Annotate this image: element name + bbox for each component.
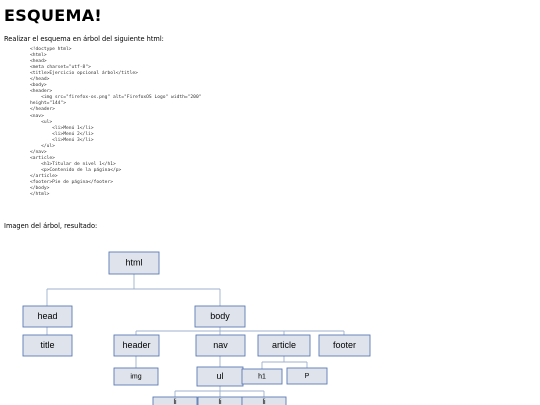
node-label: h1 <box>258 373 266 380</box>
code-line: <nav> <box>30 113 44 119</box>
tree-node-ul: ul <box>196 366 244 387</box>
code-block: <!doctype html> <html> <head> <meta char… <box>30 47 201 198</box>
node-label: title <box>40 340 54 350</box>
tree-node-p: P <box>286 367 328 385</box>
code-line: <li>Menú 3</li> <box>30 137 94 143</box>
code-line: <!doctype html> <box>30 47 72 52</box>
node-label: P <box>305 373 310 380</box>
tree-node-body: body <box>194 305 246 328</box>
code-line: </html> <box>30 192 50 198</box>
node-label: li <box>218 399 222 405</box>
code-line: <html> <box>30 53 47 59</box>
code-line: <img src="firefox-os.png" alt="FirefoxOS… <box>30 95 202 101</box>
node-label: li <box>173 399 177 405</box>
tree-node-img: img <box>113 367 159 386</box>
code-line: <meta charset="utf-8"> <box>30 65 91 71</box>
code-line: <footer>Pie de página</footer> <box>30 180 113 186</box>
node-label: body <box>210 311 230 321</box>
code-line: height="144"> <box>30 101 66 107</box>
code-line: <body> <box>30 83 47 89</box>
tree-node-li-2: li <box>197 396 243 405</box>
node-label: html <box>125 257 142 267</box>
tree-connectors <box>46 274 345 397</box>
intro-text: Realizar el esquema en árbol del siguien… <box>4 35 164 43</box>
node-label: article <box>272 340 296 350</box>
page-title: ESQUEMA! <box>4 6 102 25</box>
tree-node-article: article <box>257 334 311 357</box>
code-line: <li>Menú 1</li> <box>30 125 94 131</box>
node-label: li <box>262 399 266 405</box>
tree-node-title: title <box>22 334 73 357</box>
code-line: <ul> <box>30 119 53 125</box>
node-label: footer <box>333 340 356 350</box>
code-line: </head> <box>30 77 50 83</box>
code-line: </article> <box>30 173 58 179</box>
result-label: Imagen del árbol, resultado: <box>4 222 98 230</box>
tree-node-header: header <box>113 334 160 357</box>
code-line: <head> <box>30 59 47 65</box>
code-line: <h1>Titular de nivel 1</h1> <box>30 161 116 167</box>
tree-node-nav: nav <box>195 334 246 357</box>
code-line: <li>Menú 2</li> <box>30 131 94 137</box>
code-line: <p>Contenido de la página</p> <box>30 167 122 173</box>
tree-node-h1: h1 <box>241 368 283 385</box>
code-line: </header> <box>30 107 55 113</box>
node-label: ul <box>216 371 223 381</box>
code-line: <article> <box>30 155 55 161</box>
tree-node-head: head <box>22 305 73 328</box>
code-line: </ul> <box>30 143 55 149</box>
node-label: header <box>122 340 150 350</box>
node-label: head <box>37 311 57 321</box>
node-label: nav <box>213 340 228 350</box>
code-line: <header> <box>30 89 53 95</box>
code-line: </nav> <box>30 149 47 155</box>
tree-node-li-1: li <box>152 396 198 405</box>
tree-node-footer: footer <box>318 334 371 357</box>
tree-node-html: html <box>108 251 160 275</box>
tree-node-li-3: li <box>241 396 287 405</box>
code-line: </body> <box>30 186 50 192</box>
node-label: img <box>130 373 141 380</box>
code-line: <title>Ejercicio opcional árbol</title> <box>30 71 138 77</box>
